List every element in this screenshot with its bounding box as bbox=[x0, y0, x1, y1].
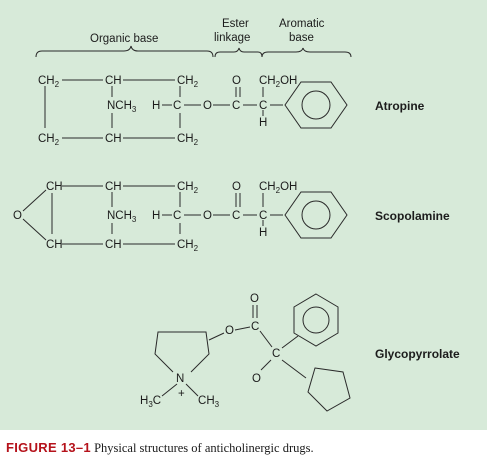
svg-text:CH2: CH2 bbox=[38, 133, 60, 147]
glycopyrrolate-label: Glycopyrrolate bbox=[375, 347, 460, 361]
svg-text:H3C: H3C bbox=[140, 395, 161, 409]
caption-label: FIGURE 13–1 bbox=[6, 440, 91, 455]
scopolamine-label: Scopolamine bbox=[375, 209, 450, 223]
svg-text:C: C bbox=[173, 210, 181, 222]
aromatic-label-line2: base bbox=[289, 32, 314, 44]
svg-text:CH: CH bbox=[46, 239, 63, 251]
svg-text:CH2: CH2 bbox=[177, 239, 199, 253]
glycopyrrolate-structure: N H3C + CH3 O C O C O bbox=[140, 293, 351, 412]
svg-text:C: C bbox=[251, 321, 259, 333]
aromatic-label-line1: Aromatic bbox=[279, 18, 325, 30]
header-braces bbox=[35, 45, 352, 58]
svg-text:O: O bbox=[225, 325, 234, 337]
structures-diagram: Organic base Ester linkage Aromatic base… bbox=[13, 18, 460, 412]
svg-text:O: O bbox=[13, 210, 22, 222]
svg-text:CH: CH bbox=[46, 181, 63, 193]
scopolamine-structure: CH CH CH2 O CH2OH O NCH3 H C O C C H CH … bbox=[13, 181, 348, 253]
caption-text: Physical structures of anticholinergic d… bbox=[94, 441, 314, 455]
svg-text:O: O bbox=[203, 210, 212, 222]
svg-text:C: C bbox=[232, 210, 240, 222]
figure-caption: FIGURE 13–1 Physical structures of antic… bbox=[6, 440, 314, 456]
svg-text:CH2: CH2 bbox=[38, 75, 60, 89]
svg-text:H: H bbox=[259, 227, 267, 239]
svg-text:CH3: CH3 bbox=[198, 395, 220, 409]
svg-text:CH2: CH2 bbox=[177, 75, 199, 89]
svg-text:O: O bbox=[250, 293, 259, 305]
organic-base-label: Organic base bbox=[90, 33, 158, 45]
svg-text:NCH3: NCH3 bbox=[107, 210, 137, 224]
svg-text:O: O bbox=[203, 100, 212, 112]
ester-label-line1: Ester bbox=[222, 18, 249, 30]
svg-text:+: + bbox=[178, 388, 185, 400]
svg-text:NCH3: NCH3 bbox=[107, 100, 137, 114]
svg-text:N: N bbox=[176, 373, 184, 385]
svg-text:C: C bbox=[272, 348, 280, 360]
svg-text:C: C bbox=[259, 210, 267, 222]
svg-text:O: O bbox=[232, 75, 241, 87]
svg-text:O: O bbox=[232, 181, 241, 193]
svg-text:CH: CH bbox=[105, 133, 122, 145]
svg-text:CH2: CH2 bbox=[177, 133, 199, 147]
svg-text:C: C bbox=[173, 100, 181, 112]
svg-text:CH: CH bbox=[105, 181, 122, 193]
ester-label-line2: linkage bbox=[214, 32, 250, 44]
svg-text:H: H bbox=[152, 100, 160, 112]
svg-text:CH: CH bbox=[105, 239, 122, 251]
svg-text:C: C bbox=[259, 100, 267, 112]
atropine-label: Atropine bbox=[375, 99, 425, 113]
svg-text:CH2: CH2 bbox=[177, 181, 199, 195]
svg-text:CH2OH: CH2OH bbox=[259, 75, 297, 89]
svg-text:CH2OH: CH2OH bbox=[259, 181, 297, 195]
svg-text:C: C bbox=[232, 100, 240, 112]
svg-text:H: H bbox=[259, 117, 267, 129]
svg-text:H: H bbox=[152, 210, 160, 222]
svg-text:CH: CH bbox=[105, 75, 122, 87]
svg-text:O: O bbox=[252, 373, 261, 385]
atropine-structure: CH2 CH CH2 O CH2OH NCH3 H C O C C H CH2 … bbox=[38, 75, 348, 147]
